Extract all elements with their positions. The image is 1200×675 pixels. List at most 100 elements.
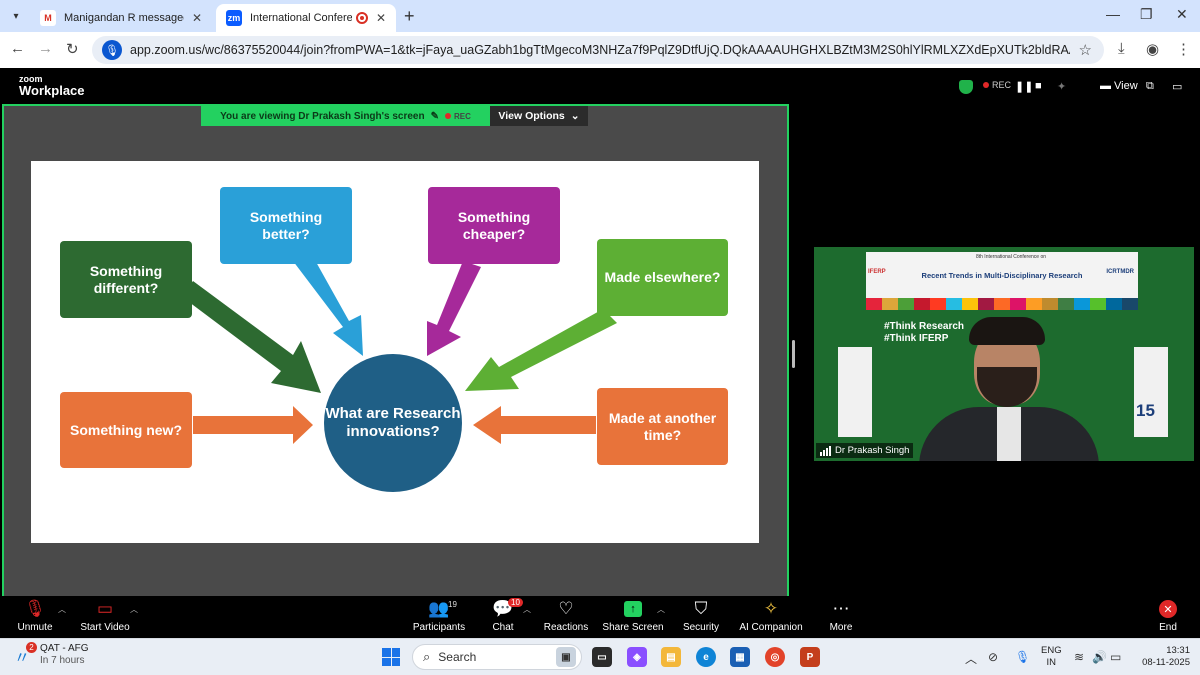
tab-title: Manigandan R messaged you - bbox=[64, 12, 184, 24]
pause-recording-icon[interactable]: ❚❚ bbox=[1015, 81, 1034, 93]
participant-video-tile[interactable]: IFERP 8th International Conference on Re… bbox=[814, 247, 1194, 461]
system-clock[interactable]: 13:31 08-11-2025 bbox=[1130, 645, 1190, 670]
battery-icon[interactable]: ▭ bbox=[1110, 650, 1122, 664]
more-dots-icon: ⋯ bbox=[832, 599, 850, 618]
participants-button[interactable]: 👥19 Participants bbox=[396, 596, 482, 638]
box-made-elsewhere: Made elsewhere? bbox=[597, 239, 728, 316]
share-options-chevron-icon[interactable]: ︿ bbox=[657, 605, 665, 614]
heart-icon: ♡ bbox=[558, 599, 574, 618]
close-window-icon[interactable]: ✕ bbox=[1176, 6, 1188, 22]
tab-zoom-conference[interactable]: zm International Conference on ✕ bbox=[216, 4, 396, 32]
hashtags: #Think Research #Think IFERP bbox=[884, 321, 964, 345]
participants-count: 19 bbox=[448, 600, 457, 609]
taskbar-search[interactable]: ⌕ Search bbox=[412, 644, 582, 670]
profile-icon[interactable]: ◉ bbox=[1146, 41, 1160, 58]
annotate-icon[interactable]: ✎ bbox=[430, 110, 439, 122]
file-explorer-icon[interactable]: ▤ bbox=[661, 647, 681, 667]
widget-title: QAT - AFG bbox=[40, 643, 89, 654]
share-screen-button[interactable]: ↑ Share Screen bbox=[590, 596, 676, 638]
end-label: End bbox=[1159, 622, 1177, 633]
banner-conf-text: 8th International Conference on bbox=[975, 254, 1047, 260]
cricket-icon: 〃2 bbox=[14, 642, 37, 667]
audio-options-chevron-icon[interactable]: ︿ bbox=[58, 605, 66, 614]
reactions-button[interactable]: ♡ Reactions bbox=[523, 596, 609, 638]
minimize-icon[interactable]: — bbox=[1106, 6, 1120, 22]
ai-companion-button[interactable]: ✧ AI Companion bbox=[728, 596, 814, 638]
share-screen-icon: ↑ bbox=[624, 601, 642, 617]
video-off-icon: ▭ bbox=[96, 599, 114, 618]
windows-taskbar: 〃2 QAT - AFG In 7 hours ⌕ Search ▣ ▭ ◈ ▤… bbox=[0, 638, 1200, 675]
language-indicator[interactable]: ENG IN bbox=[1041, 645, 1062, 670]
standee-number: 15 bbox=[1136, 401, 1155, 420]
wifi-icon[interactable]: ≋ bbox=[1074, 650, 1085, 664]
picture-in-picture-icon[interactable]: ⧉ bbox=[1146, 80, 1154, 92]
panel-resize-handle[interactable] bbox=[792, 340, 795, 368]
restore-icon[interactable]: ❐ bbox=[1140, 6, 1153, 22]
tray-microphone-icon[interactable]: 🎙 bbox=[1015, 650, 1031, 664]
encryption-shield-icon[interactable] bbox=[959, 80, 973, 94]
address-bar[interactable]: 🎙 app.zoom.us/wc/86375520044/join?fromPW… bbox=[92, 36, 1104, 64]
tab-gmail[interactable]: M Manigandan R messaged you - ✕ bbox=[30, 4, 212, 32]
search-highlight-icon[interactable]: ▣ bbox=[556, 647, 576, 667]
store-icon[interactable]: ▦ bbox=[730, 647, 750, 667]
tray-chevron-up-icon[interactable]: ︿ bbox=[965, 652, 978, 666]
banner-title: Recent Trends in Multi-Disciplinary Rese… bbox=[921, 271, 1083, 280]
view-button[interactable]: ▬View bbox=[1100, 80, 1138, 92]
weather-widget[interactable]: 〃2 QAT - AFG In 7 hours bbox=[14, 642, 89, 667]
tab-search-chevron-icon[interactable]: ▾ bbox=[13, 10, 19, 22]
more-button[interactable]: ⋯ More bbox=[798, 596, 884, 638]
box-something-new: Something new? bbox=[60, 392, 192, 468]
windows-start-icon[interactable] bbox=[382, 648, 400, 666]
center-circle: What are Research innovations? bbox=[324, 354, 462, 492]
back-arrow-icon[interactable]: ← bbox=[10, 40, 25, 57]
sparkle-icon[interactable]: ✦ bbox=[1057, 81, 1067, 93]
chat-options-chevron-icon[interactable]: ︿ bbox=[523, 605, 531, 614]
stop-recording-icon[interactable]: ■ bbox=[1035, 80, 1042, 92]
box-something-different: Something different? bbox=[60, 241, 192, 318]
volume-icon[interactable]: 🔊 bbox=[1092, 650, 1107, 664]
banner-rec: REC bbox=[445, 112, 471, 121]
task-view-icon[interactable]: ▭ bbox=[592, 647, 612, 667]
security-label: Security bbox=[682, 622, 720, 633]
security-button[interactable]: ⛉ Security bbox=[658, 596, 744, 638]
download-icon[interactable]: ⤓ bbox=[1118, 40, 1125, 57]
copilot-icon[interactable]: ◈ bbox=[627, 647, 647, 667]
widget-subtitle: In 7 hours bbox=[40, 655, 85, 666]
kebab-menu-icon[interactable]: ⋮ bbox=[1176, 41, 1191, 58]
microphone-icon[interactable]: 🎙 bbox=[102, 40, 122, 60]
location-off-icon[interactable]: ⊘ bbox=[988, 650, 999, 664]
close-tab-icon[interactable]: ✕ bbox=[191, 11, 202, 25]
presentation-slide: Something different? Something better? S… bbox=[31, 161, 759, 543]
close-tab-icon[interactable]: ✕ bbox=[375, 11, 386, 25]
speaker-person bbox=[919, 317, 1099, 461]
new-tab-button[interactable]: + bbox=[404, 6, 415, 26]
view-options-button[interactable]: View Options ⌄ bbox=[490, 106, 588, 126]
lang-top: ENG bbox=[1041, 645, 1062, 656]
fullscreen-icon[interactable]: ▭ bbox=[1172, 81, 1183, 93]
reload-icon[interactable]: ↻ bbox=[66, 41, 79, 58]
rec-label: REC bbox=[992, 80, 1012, 90]
video-options-chevron-icon[interactable]: ︿ bbox=[130, 605, 138, 614]
forward-arrow-icon[interactable]: → bbox=[38, 40, 53, 57]
search-icon: ⌕ bbox=[423, 649, 431, 664]
recording-indicator: REC bbox=[983, 80, 1011, 90]
start-video-button[interactable]: ▭ Start Video bbox=[62, 596, 148, 638]
participant-name-label: Dr Prakash Singh bbox=[816, 443, 914, 458]
powerpoint-icon[interactable]: P bbox=[800, 647, 820, 667]
edge-icon[interactable]: e bbox=[696, 647, 716, 667]
bookmark-star-icon[interactable]: ☆ bbox=[1078, 42, 1092, 59]
box-something-cheaper: Something cheaper? bbox=[428, 187, 560, 264]
iferp-logo: IFERP bbox=[868, 269, 886, 275]
ai-sparkle-icon: ✧ bbox=[763, 599, 779, 618]
participants-icon: 👥19 bbox=[428, 599, 457, 618]
end-button[interactable]: ✕ End bbox=[1125, 596, 1200, 638]
left-standee bbox=[838, 347, 872, 437]
browser-tab-strip: ▾ M Manigandan R messaged you - ✕ zm Int… bbox=[0, 0, 1200, 32]
arrow-blue bbox=[293, 253, 363, 356]
chat-button[interactable]: 💬10 Chat bbox=[460, 596, 546, 638]
ai-companion-label: AI Companion bbox=[739, 622, 803, 633]
url-text[interactable]: app.zoom.us/wc/86375520044/join?fromPWA=… bbox=[130, 43, 1070, 57]
unmute-button[interactable]: 🎙 Unmute bbox=[0, 596, 78, 638]
banner-rec-label: REC bbox=[454, 111, 471, 121]
chrome-icon[interactable]: ◎ bbox=[765, 647, 785, 667]
